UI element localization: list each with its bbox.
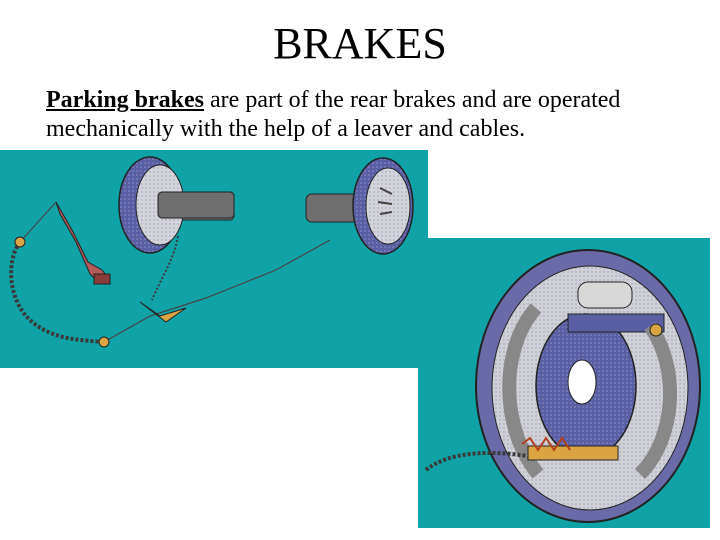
brake-shoe-right <box>634 321 677 479</box>
slide-title: BRAKES <box>273 19 447 68</box>
adjuster-spring <box>521 436 619 461</box>
cable-end-bottom <box>98 336 110 348</box>
hand-lever <box>55 201 111 285</box>
body-paragraph: Parking brakes are part of the rear brak… <box>46 86 686 144</box>
parking-brake-system-illustration <box>0 150 428 368</box>
wheel-cylinder <box>567 281 665 333</box>
parking-brake-cables <box>9 201 331 344</box>
adjuster-pin <box>649 323 663 337</box>
right-wheel-drum <box>305 157 414 255</box>
parking-brake-cable <box>424 451 529 472</box>
brake-shoe-left <box>502 303 544 479</box>
body-description: are part of the rear brakes and are oper… <box>46 87 621 142</box>
parking-brakes-term: Parking brakes <box>46 87 205 113</box>
cable-end-left <box>14 236 26 248</box>
rear-brake-drum-illustration <box>418 238 710 528</box>
left-wheel-drum <box>118 156 235 254</box>
